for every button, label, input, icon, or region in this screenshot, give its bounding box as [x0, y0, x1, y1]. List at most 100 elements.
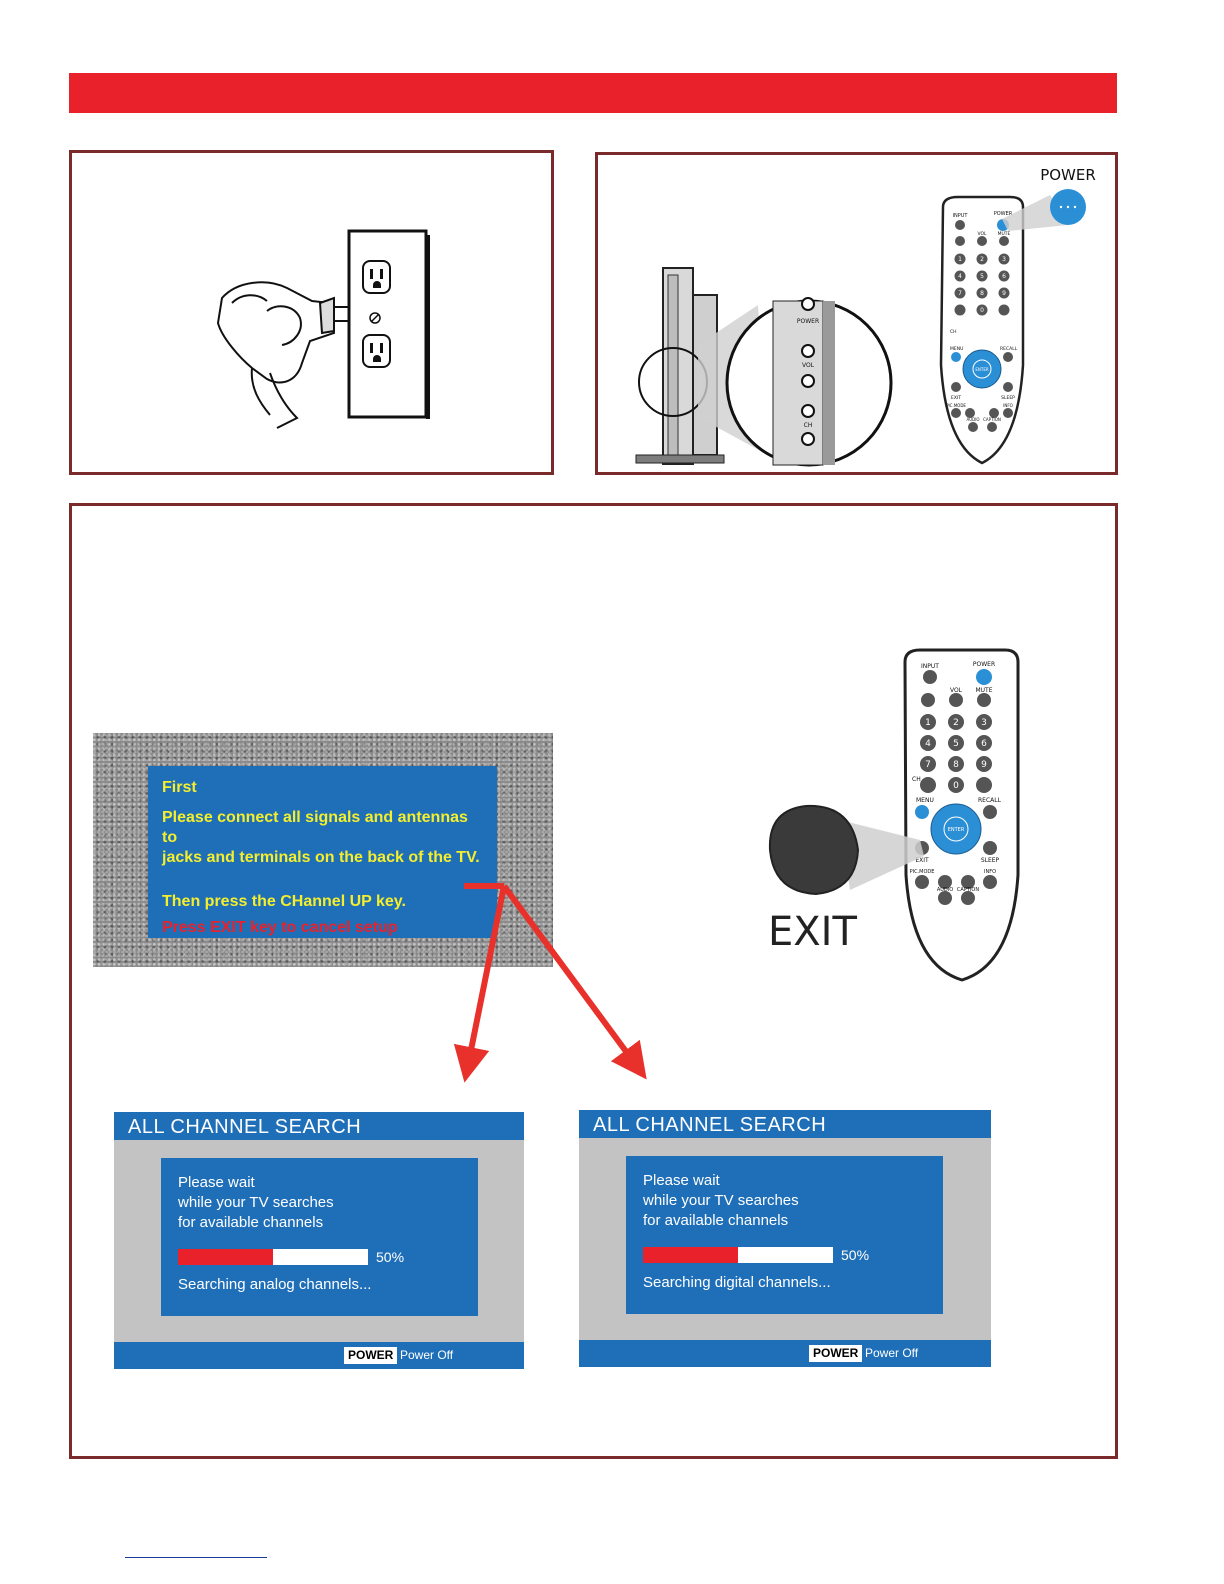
zoomed-side-buttons: POWER VOL CH [725, 297, 893, 467]
remote-digit-2-button[interactable] [976, 253, 988, 265]
remote-ch-down-button[interactable] [920, 777, 936, 793]
search-message: Please wait while your TV searches for a… [178, 1173, 334, 1233]
remote-digit-1-button[interactable] [920, 714, 936, 730]
remote-audio-button[interactable] [968, 422, 978, 432]
remote-sleep-button[interactable] [1003, 382, 1013, 392]
remote-input-button[interactable] [923, 670, 937, 684]
remote-audio-label: AUDIO [937, 887, 953, 893]
remote-digit-9-label: 9 [981, 760, 987, 770]
remote-digit-7-button[interactable] [954, 287, 966, 299]
remote-enter-button[interactable] [943, 816, 969, 842]
arrow-to-digital [501, 884, 647, 1080]
remote-vol-up-button[interactable] [977, 236, 987, 246]
plug-in-panel [69, 150, 554, 475]
screw-slot [370, 313, 380, 323]
remote-ch-up-button[interactable] [976, 777, 992, 793]
tv-ch-up-button[interactable] [801, 404, 815, 418]
remote-power-label: POWER [973, 661, 995, 668]
remote-caption-button[interactable] [961, 891, 975, 905]
remote-vol-label: VOL [950, 687, 963, 694]
remote-digit-9-button[interactable] [976, 756, 992, 772]
remote-ch-up-button[interactable] [998, 304, 1010, 316]
remote-vol-up-button[interactable] [949, 693, 963, 707]
remote-digit-0-button[interactable] [976, 304, 988, 316]
remote-recall-button[interactable] [983, 805, 997, 819]
remote-info-button[interactable] [983, 875, 997, 889]
remote-picture-button[interactable] [951, 408, 961, 418]
remote-digit-9-label: 9 [1002, 290, 1006, 297]
remote-digit-3-button[interactable] [998, 253, 1010, 265]
search-progress-bar [178, 1249, 368, 1265]
remote-digit-9-button[interactable] [998, 287, 1010, 299]
setup-cancel-hint: Press EXIT key to cancel setup [162, 919, 398, 936]
remote-picture-button[interactable] [915, 875, 929, 889]
remote-exit-button[interactable] [951, 382, 961, 392]
search-title: ALL CHANNEL SEARCH [114, 1112, 524, 1140]
remote-sleep-label: SLEEP [1001, 395, 1015, 401]
wall-plate [347, 229, 428, 419]
remote-sleep-button[interactable] [983, 841, 997, 855]
remote-recall-button[interactable] [1003, 352, 1013, 362]
plug-outlet-illustration [216, 229, 430, 429]
remote-ccd-button[interactable] [961, 875, 975, 889]
remote-digit-5-button[interactable] [976, 270, 988, 282]
remote-menu-label: MENU [916, 797, 934, 804]
arrow-to-analog [453, 885, 507, 1083]
remote-digit-2-button[interactable] [948, 714, 964, 730]
remote-menu-button[interactable] [915, 805, 929, 819]
remote-digit-8-button[interactable] [948, 756, 964, 772]
remote-digit-5-button[interactable] [948, 735, 964, 751]
exit-zoom-cone [840, 820, 924, 890]
tv-power-button[interactable] [801, 297, 815, 311]
remote-power-button[interactable] [976, 669, 992, 685]
remote-digit-6-button[interactable] [976, 735, 992, 751]
search-progress-bar [643, 1247, 833, 1263]
remote-freeze-button[interactable] [938, 875, 952, 889]
remote-input-label: INPUT [921, 663, 939, 670]
remote-digit-7-label: 7 [925, 760, 931, 770]
remote-info-button[interactable] [1003, 408, 1013, 418]
remote-digit-7-button[interactable] [920, 756, 936, 772]
remote-ch-down-button[interactable] [954, 304, 966, 316]
remote-digit-5-label: 5 [953, 739, 959, 749]
remote-audio-button[interactable] [938, 891, 952, 905]
remote-power-label: POWER [994, 211, 1013, 217]
remote-digit-1-button[interactable] [954, 253, 966, 265]
remote-info-label: INFO [1003, 403, 1013, 408]
remote-mute-button[interactable] [977, 693, 991, 707]
search-msg-line: for available channels [643, 1212, 789, 1229]
remote-digit-4-button[interactable] [954, 270, 966, 282]
remote-vol-down-button[interactable] [921, 693, 935, 707]
remote-menu-button[interactable] [951, 352, 961, 362]
remote-vol-down-button[interactable] [955, 236, 965, 246]
tv-ch-down-button[interactable] [801, 432, 815, 446]
remote-caption-button[interactable] [987, 422, 997, 432]
remote-freeze-button[interactable] [965, 408, 975, 418]
tv-vol-down-button[interactable] [801, 374, 815, 388]
remote-ccd-button[interactable] [989, 408, 999, 418]
plate-screw [369, 312, 381, 324]
remote-digit-6-label: 6 [981, 739, 987, 749]
tv-power-label: POWER [797, 318, 819, 325]
remote-ch-label: CH [912, 776, 921, 783]
power-off-label: Power Off [865, 1346, 919, 1360]
power-callout-dot [1059, 205, 1063, 209]
remote-input-label: INPUT [953, 213, 969, 219]
tv-vol-up-button[interactable] [801, 344, 815, 358]
remote-enter-button[interactable] [972, 359, 992, 379]
remote-digit-3-button[interactable] [976, 714, 992, 730]
spacer [162, 868, 483, 892]
remote-mute-button[interactable] [999, 236, 1009, 246]
remote-recall-label: RECALL [1000, 346, 1018, 352]
search-footer: POWER Power Off [579, 1340, 991, 1367]
remote-digit-8-button[interactable] [976, 287, 988, 299]
remote-digit-2-label: 2 [980, 256, 984, 263]
remote-digit-6-button[interactable] [998, 270, 1010, 282]
remote-input-button[interactable] [955, 220, 965, 230]
remote-digit-0-button[interactable] [948, 777, 964, 793]
remote-digit-4-button[interactable] [920, 735, 936, 751]
